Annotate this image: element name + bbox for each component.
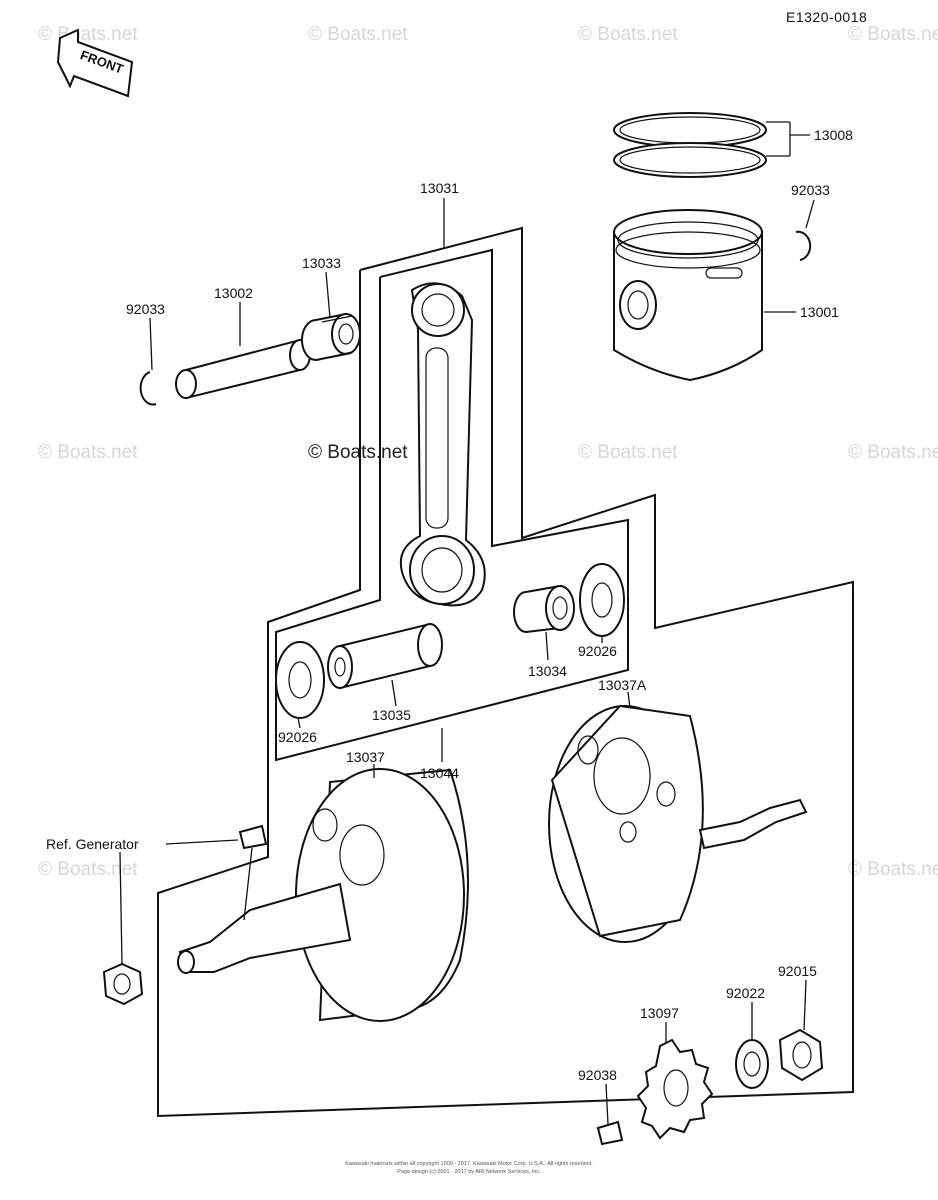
watermark: © Boats.net <box>308 24 408 45</box>
gear-key <box>596 1120 624 1146</box>
circlip-left <box>139 371 157 406</box>
thrust-washer-left <box>275 641 325 719</box>
label-92038: 92038 <box>578 1067 617 1083</box>
label-92033-right: 92033 <box>791 182 830 198</box>
watermark: © Boats.net <box>578 442 678 463</box>
diagram-ref-code: E1320-0018 <box>786 9 867 25</box>
label-13037: 13037 <box>346 749 385 765</box>
label-13097: 13097 <box>640 1005 679 1021</box>
label-13034: 13034 <box>528 663 567 679</box>
label-92022: 92022 <box>726 985 765 1001</box>
crank-nut <box>778 1028 824 1082</box>
part-labels: 13008 92033 13001 13031 13033 13002 9203… <box>46 127 853 1083</box>
crank-pin <box>327 622 443 690</box>
label-13044: 13044 <box>420 765 459 781</box>
thrust-washer-right <box>579 563 625 637</box>
woodruff-key <box>238 824 268 850</box>
watermark: © Boats.net <box>848 24 938 45</box>
front-arrow-icon: FRONT <box>56 28 134 98</box>
label-92026-left: 92026 <box>278 729 317 745</box>
flange-nut <box>102 962 144 1006</box>
label-13037A: 13037A <box>598 677 647 693</box>
watermark: © Boats.net <box>848 442 938 463</box>
watermark-center: © Boats.net <box>308 442 408 463</box>
piston <box>613 209 763 382</box>
label-13035: 13035 <box>372 707 411 723</box>
label-92026-right: 92026 <box>578 643 617 659</box>
watermark: © Boats.net <box>38 442 138 463</box>
leader-lines <box>119 121 815 1125</box>
watermark: © Boats.net <box>578 24 678 45</box>
footer-copyright: Kawasaki materials within all copyright … <box>345 1161 593 1167</box>
crankpin-frame <box>275 248 629 762</box>
small-end-bearing <box>301 312 361 361</box>
big-end-bearing <box>513 584 575 633</box>
lock-washer <box>735 1039 769 1089</box>
crank-half-right <box>548 704 808 943</box>
circlip-right <box>795 230 812 261</box>
watermark: © Boats.net <box>848 859 938 880</box>
label-92015: 92015 <box>778 963 817 979</box>
footer-page-design: Page design (c) 2001 - 2017 by ARI Netwo… <box>397 1169 541 1175</box>
connecting-rod <box>399 282 486 607</box>
label-13008: 13008 <box>814 127 853 143</box>
watermarks: © Boats.net © Boats.net © Boats.net © Bo… <box>38 24 938 880</box>
label-13031: 13031 <box>420 180 459 196</box>
crankshaft-frame <box>157 226 854 1118</box>
piston-pin <box>175 338 311 400</box>
label-13002: 13002 <box>214 285 253 301</box>
crank-half-left <box>177 768 469 1022</box>
gear <box>636 1038 714 1140</box>
piston-rings <box>613 112 767 178</box>
label-ref-generator: Ref. Generator <box>46 836 139 852</box>
watermark: © Boats.net <box>38 859 138 880</box>
label-92033-left: 92033 <box>126 301 165 317</box>
watermark: © Boats.net <box>38 24 138 45</box>
label-13033: 13033 <box>302 255 341 271</box>
label-13001: 13001 <box>800 304 839 320</box>
